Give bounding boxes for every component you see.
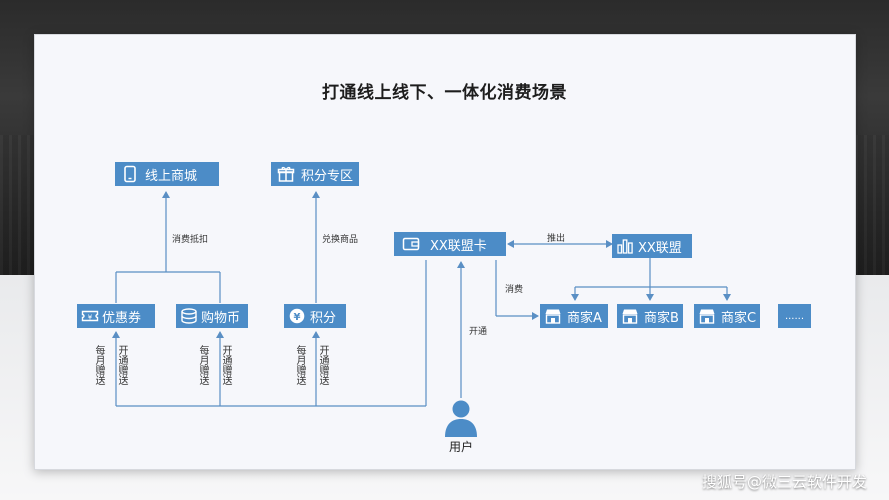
shopping-coin-node: 购物币 xyxy=(176,304,248,328)
slide-title: 打通线上线下、一体化消费场景 xyxy=(322,83,567,103)
shopping-coin-label: 购物币 xyxy=(201,310,241,326)
points-zone-node: 积分专区 xyxy=(271,162,359,186)
merchant-c-node: 商家C xyxy=(694,304,760,328)
alliance-card-label: XX联盟卡 xyxy=(430,238,487,254)
coupon-ticket-icon: ¥ xyxy=(81,307,99,325)
svg-text:¥: ¥ xyxy=(294,312,301,323)
merchant-a-label: 商家A xyxy=(567,310,602,326)
more-merchants-label: ...... xyxy=(784,310,805,322)
vertical-label-monthly-gift: 每月赠送 xyxy=(296,346,307,387)
shop-icon xyxy=(698,307,716,325)
merchant-b-label: 商家B xyxy=(644,310,679,326)
edge-label-open: 开通 xyxy=(469,327,488,337)
coupon-node: ¥ 优惠券 xyxy=(77,304,155,328)
alliance-node: XX联盟 xyxy=(612,234,692,258)
gift-icon xyxy=(277,165,295,183)
points-zone-label: 积分专区 xyxy=(301,168,354,184)
tablet-icon xyxy=(121,165,139,183)
vertical-label-open-gift: 开通赠送 xyxy=(118,346,129,387)
merchant-b-node: 商家B xyxy=(617,304,683,328)
coupon-label: 优惠券 xyxy=(102,310,142,326)
slide-card xyxy=(34,34,856,470)
vertical-label-monthly-gift: 每月赠送 xyxy=(95,346,106,387)
points-label: 积分 xyxy=(310,310,337,326)
online-mall-label: 线上商城 xyxy=(145,168,198,184)
edge-label-redeem-goods: 兑换商品 xyxy=(322,235,359,245)
vertical-label-monthly-gift: 每月赠送 xyxy=(199,346,210,387)
alliance-card-node: XX联盟卡 xyxy=(394,232,506,256)
edge-label-consume: 消费 xyxy=(505,285,524,295)
more-merchants-node: ...... xyxy=(778,304,811,328)
svg-text:¥: ¥ xyxy=(88,313,93,321)
merchant-c-label: 商家C xyxy=(721,310,757,326)
shop-icon xyxy=(621,307,639,325)
edge-label-consume-deduct: 消费抵扣 xyxy=(172,235,209,245)
alliance-label: XX联盟 xyxy=(638,240,682,256)
watermark: 搜狐号@微三云软件开发 xyxy=(701,473,867,491)
bar-chart-icon xyxy=(616,237,634,255)
card-wallet-icon xyxy=(402,235,420,253)
user-icon xyxy=(442,398,480,442)
user-label: 用户 xyxy=(448,440,473,454)
merchant-a-node: 商家A xyxy=(540,304,608,328)
online-mall-node: 线上商城 xyxy=(115,162,219,186)
shop-icon xyxy=(544,307,562,325)
edge-label-promote: 推出 xyxy=(547,234,566,244)
vertical-label-open-gift: 开通赠送 xyxy=(222,346,233,387)
coin-stack-icon xyxy=(180,307,198,325)
yen-coin-icon: ¥ xyxy=(288,307,306,325)
points-node: ¥ 积分 xyxy=(284,304,346,328)
vertical-label-open-gift: 开通赠送 xyxy=(319,346,330,387)
